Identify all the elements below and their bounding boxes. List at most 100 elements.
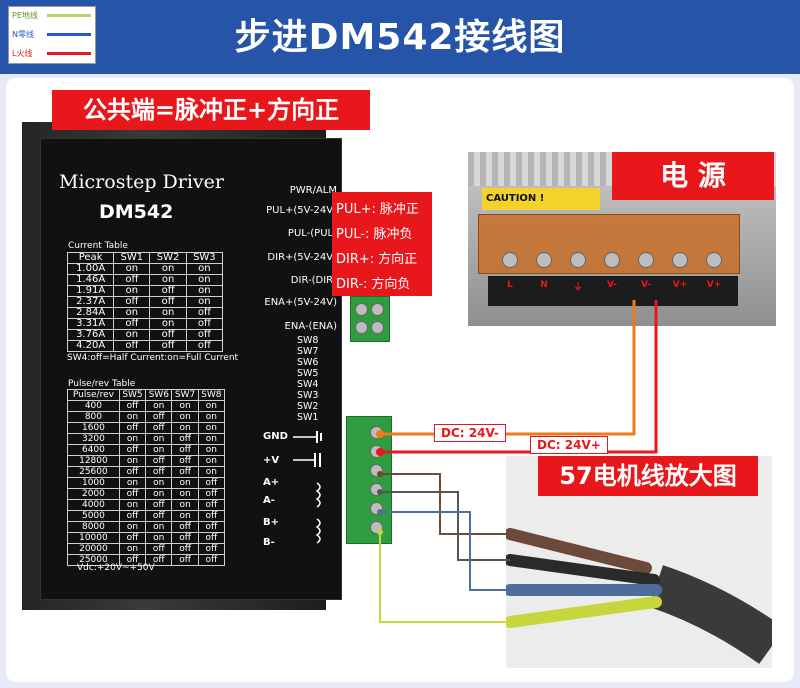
signal-description-row: PUL-:脉冲负: [336, 223, 412, 242]
pulse-table-title: Pulse/rev Table: [68, 379, 136, 389]
current-table-title: Current Table: [68, 241, 128, 251]
dip-switch-label: SW7: [297, 346, 319, 357]
signal-description-row: DIR+:方向正: [336, 248, 417, 267]
motor-cable-svg: [506, 528, 772, 664]
wire-dc-minus: [380, 300, 636, 436]
psu-terminal-label: V+: [706, 280, 722, 290]
wire-dc-plus-dot: [376, 448, 384, 456]
power-pin-label: GND: [263, 431, 288, 442]
psu-terminal-screw: [536, 252, 552, 268]
common-terminal-label: 公共端=脉冲正+方向正: [52, 90, 370, 130]
psu-terminal-label: V-: [606, 280, 618, 290]
psu-terminal-label: ⏚: [573, 283, 583, 293]
psu-terminal-label: L: [507, 280, 513, 290]
signal-pin-label: DIR+(5V-24V): [267, 252, 337, 263]
signal-pin-label: DIR-(DIR): [290, 275, 337, 286]
wire-b-plus-dot: [377, 509, 383, 515]
wire-a-minus: [380, 491, 510, 561]
signal-pin-label: ENA-(ENA): [284, 321, 337, 332]
signal-pin-label: PUL+(5V-24V): [266, 205, 337, 216]
pulse-table-cell: off: [197, 510, 226, 522]
pulse-table-cell: off: [197, 554, 226, 566]
wire-yellow-end: [506, 596, 662, 628]
terminal-screw: [371, 321, 384, 334]
dip-switch-label: SW5: [297, 368, 319, 379]
psu-terminal-screw: [502, 252, 518, 268]
wire-a-minus-dot: [377, 489, 383, 495]
wire-b-plus: [380, 511, 510, 591]
psu-terminal-screw: [638, 252, 654, 268]
power-pin-label: A-: [263, 495, 275, 506]
legend-pe-label: PE地线: [12, 11, 38, 20]
driver-model: DM542: [99, 201, 174, 223]
signal-pin-label: PUL-(PUL): [287, 228, 337, 239]
signal-description-row: DIR-:方向负: [336, 273, 410, 292]
psu-terminal-label: N: [540, 280, 548, 290]
coil-b-symbol: [315, 518, 321, 544]
psu-terminal-label: V-: [640, 280, 652, 290]
dip-switch-label: SW3: [297, 390, 319, 401]
terminal-screw: [355, 321, 368, 334]
psu-terminal-screw: [570, 252, 586, 268]
wire-dc-plus: [380, 300, 658, 454]
signal-pin-label: ENA+(5V-24V): [264, 297, 337, 308]
current-table-cell: off: [185, 318, 224, 330]
dip-switch-label: SW8: [297, 335, 319, 346]
pulse-table-cell: off: [145, 554, 173, 566]
current-table-note: SW4:off=Half Current:on=Full Current: [67, 353, 239, 363]
signal-description-row: PUL+:脉冲正: [336, 198, 419, 217]
driver-voltage-range: Vdc:+20V~+50V: [77, 563, 155, 573]
wire-dc-minus-dot: [376, 430, 384, 438]
legend-l-label: L火线: [12, 49, 33, 58]
wire-b-minus-dot: [377, 529, 383, 535]
header-bar: [0, 0, 800, 74]
wire-a-plus-dot: [377, 471, 383, 477]
signal-pin-meaning: 方向正: [378, 252, 418, 267]
signal-pin-label: PWR/ALM: [289, 185, 337, 196]
cable-sheath: [648, 565, 772, 664]
signal-pin-meaning: 方向负: [371, 277, 411, 292]
motor-cable-label: 57电机线放大图: [538, 456, 758, 496]
signal-pin-name: DIR-:: [336, 277, 368, 292]
pin-symbols: [293, 431, 322, 544]
signal-pin-name: PUL-:: [336, 227, 370, 242]
signal-pin-name: PUL+:: [336, 202, 376, 217]
power-supply-label: 电 源: [612, 152, 774, 200]
dip-switch-label: SW1: [297, 412, 319, 423]
psu-terminal-screw: [604, 252, 620, 268]
pulse-table-cell: off: [118, 554, 147, 566]
dip-switch-label: SW6: [297, 357, 319, 368]
wire-brown-end: [506, 528, 652, 574]
page-title: 步进DM542接线图: [234, 17, 566, 58]
psu-caution-sticker: CAUTION !: [482, 188, 600, 210]
signal-description-box: PUL+:脉冲正 PUL-:脉冲负 DIR+:方向正 DIR-:方向负: [332, 192, 432, 296]
driver-brand: Microstep Driver: [59, 171, 224, 193]
wire-a-plus: [380, 473, 510, 535]
power-terminal-block: [346, 416, 392, 544]
signal-pin-meaning: 脉冲负: [373, 227, 413, 242]
dip-switch-label: SW4: [297, 379, 319, 390]
legend-l-line: [47, 52, 91, 55]
psu-terminal-label: V+: [672, 280, 688, 290]
terminal-screw: [355, 303, 368, 316]
coil-a-symbol: [315, 482, 321, 508]
wire-black-end: [506, 554, 660, 586]
power-pin-label: B-: [263, 537, 275, 548]
power-pin-label: A+: [263, 477, 280, 488]
dc-minus-label: DC: 24V-: [434, 424, 506, 442]
power-pin-label: +V: [263, 455, 280, 466]
wire-color-legend: PE地线 N零线 L火线: [8, 6, 96, 64]
